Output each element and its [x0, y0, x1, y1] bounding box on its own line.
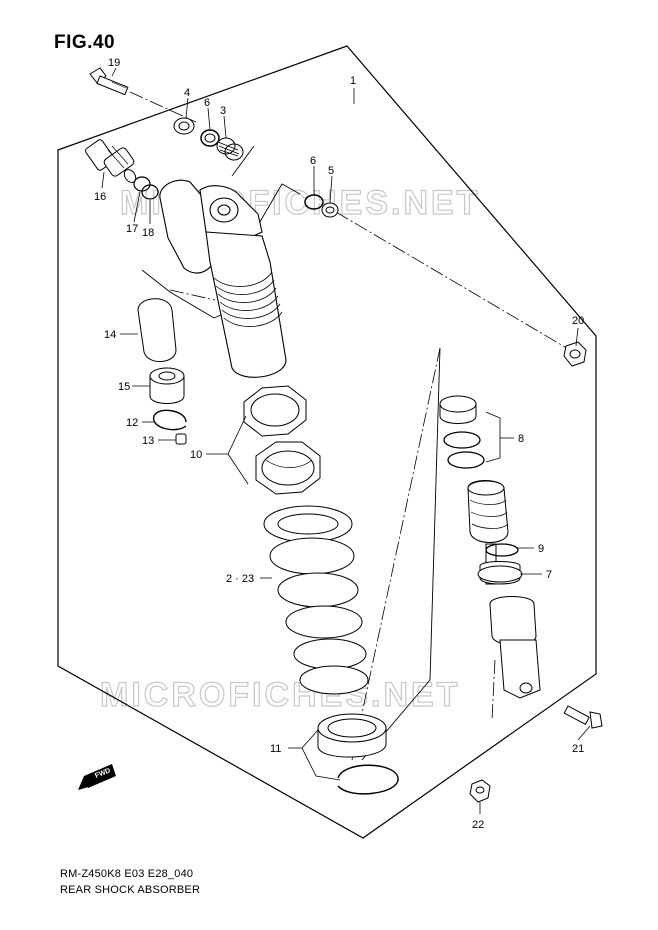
part-4-bushing: [173, 117, 195, 135]
callout-1: 1: [350, 75, 356, 87]
part-21-bolt: [563, 705, 603, 729]
callout-5: 5: [328, 165, 334, 177]
part-11-stopper-ring: [337, 764, 399, 795]
part-6-seal-top: [200, 129, 220, 147]
part-12-circlip: [153, 409, 187, 431]
part-15-adjuster: [149, 367, 185, 404]
part-13-screw: [175, 433, 187, 445]
callout-8: 8: [518, 433, 524, 445]
callout-15: 15: [118, 381, 130, 393]
leader-lines: [101, 67, 591, 814]
alignment-lines: [129, 91, 571, 761]
part-22-nut: [469, 779, 491, 803]
part-11-spring-seat: [317, 713, 387, 758]
figure-code: RM-Z450K8 E03 E28_040: [60, 868, 194, 880]
callout-7: 7: [546, 569, 552, 581]
part-2-23-coil-spring: [263, 505, 369, 695]
callout-4: 4: [184, 87, 190, 99]
callout-6-right: 6: [310, 155, 316, 167]
part-18-o-ring: [141, 184, 159, 200]
callout-6-upper: 6: [204, 97, 210, 109]
part-3-bearing: [216, 137, 244, 161]
part-10-lock-nut-lower: [255, 441, 321, 495]
assembly-frame: [57, 45, 597, 839]
part-9-o-ring: [485, 543, 519, 557]
part-14-cap: [137, 298, 177, 362]
damper-rod-assembly: [467, 480, 541, 699]
callout-18: 18: [142, 227, 154, 239]
part-16-valve: [85, 139, 137, 183]
callout-16: 16: [94, 191, 106, 203]
fwd-arrow-icon: FWD: [78, 764, 116, 790]
figure-title: FIG.40: [54, 32, 116, 53]
callout-11: 11: [270, 743, 281, 755]
callout-2-23: 2 · 23: [226, 573, 254, 585]
callout-10: 10: [190, 449, 202, 461]
part-1-shock-body: [159, 179, 287, 378]
part-8-rings: [439, 395, 485, 469]
part-5-collar: [321, 202, 339, 218]
callout-12: 12: [126, 417, 138, 429]
part-19-bolt: [89, 67, 129, 96]
callout-17: 17: [126, 223, 138, 235]
callout-14: 14: [104, 329, 116, 341]
callout-13: 13: [142, 435, 154, 447]
figure-caption: REAR SHOCK ABSORBER: [60, 884, 201, 896]
callout-22: 22: [472, 819, 484, 831]
callout-21: 21: [572, 743, 584, 755]
callout-3: 3: [220, 105, 226, 117]
callout-9: 9: [538, 543, 544, 555]
part-7-bumper: [477, 565, 523, 583]
part-20-nut: [563, 341, 587, 367]
callout-19: 19: [108, 57, 120, 69]
watermark-bottom: MICROFICHES.NET: [100, 676, 460, 714]
callout-20: 20: [572, 315, 584, 327]
part-10-lock-nut-upper: [243, 385, 307, 437]
